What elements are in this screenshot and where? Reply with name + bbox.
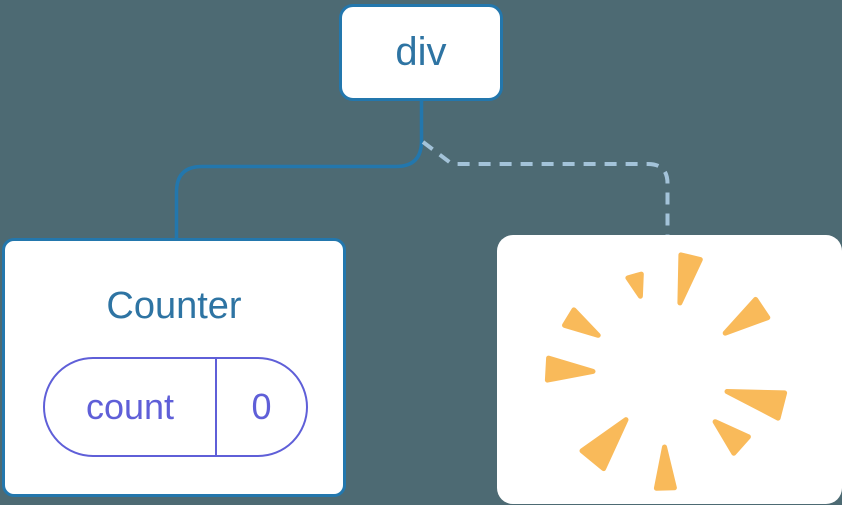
state-pill: count 0: [43, 357, 308, 457]
root-node: div: [339, 4, 503, 101]
removed-card: [497, 235, 842, 504]
state-name: count: [45, 359, 217, 455]
state-value: 0: [251, 386, 272, 427]
poof-burst-icon: [544, 252, 788, 491]
dashed-edge: [421, 140, 670, 236]
root-node-label: div: [395, 30, 447, 74]
solid-edge: [174, 101, 424, 239]
counter-title: Counter: [106, 285, 242, 327]
counter-card: Counter count 0: [2, 238, 346, 497]
